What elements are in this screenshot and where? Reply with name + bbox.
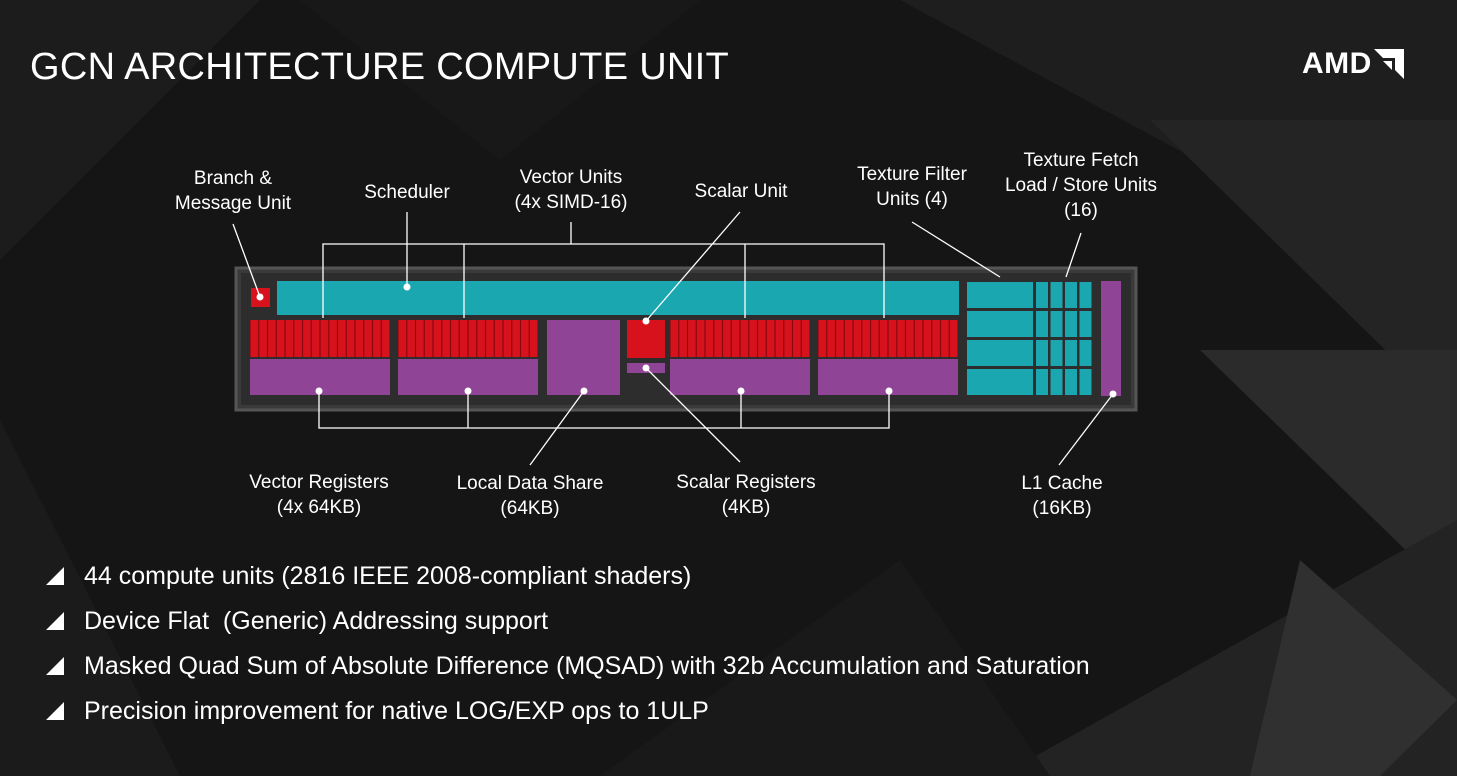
texture-filter-unit xyxy=(967,282,1033,308)
texture-fetch-unit xyxy=(1065,369,1077,395)
texture-fetch-unit xyxy=(1065,282,1077,308)
label-scalar-registers: Scalar Registers (4KB) xyxy=(676,472,816,518)
triangle-bullet-icon xyxy=(46,657,64,675)
label-texture-fetch-units: Texture Fetch Load / Store Units (16) xyxy=(1004,150,1158,221)
bullet-item: Device Flat (Generic) Addressing support xyxy=(46,605,1090,650)
simd-16-block xyxy=(670,320,810,357)
label-vector-registers: Vector Registers (4x 64KB) xyxy=(249,472,389,518)
leader-lines xyxy=(232,211,1114,466)
texture-fetch-unit xyxy=(1050,282,1063,308)
l1-cache-block xyxy=(1101,281,1121,396)
amd-logo-text: AMD xyxy=(1302,47,1372,80)
bullet-text: Precision improvement for native LOG/EXP… xyxy=(84,697,709,725)
leader-dots xyxy=(256,283,1117,398)
simd-16-block xyxy=(818,320,958,357)
texture-fetch-unit xyxy=(1065,340,1077,366)
texture-filter-unit xyxy=(967,340,1033,366)
vector-units-group xyxy=(250,320,958,357)
texture-fetch-unit xyxy=(1050,369,1063,395)
texture-units-grid xyxy=(967,282,1092,395)
texture-fetch-unit xyxy=(1036,340,1048,366)
texture-fetch-unit xyxy=(1065,311,1077,337)
texture-fetch-unit xyxy=(1079,311,1092,337)
bullet-text: 44 compute units (2816 IEEE 2008-complia… xyxy=(84,562,692,590)
feature-bullet-list: 44 compute units (2816 IEEE 2008-complia… xyxy=(46,560,1090,740)
bullet-text: Device Flat (Generic) Addressing support xyxy=(84,607,549,635)
triangle-bullet-icon xyxy=(46,612,64,630)
label-branch-message-unit: Branch & Message Unit xyxy=(174,168,292,214)
texture-fetch-unit xyxy=(1079,282,1092,308)
bullet-item: Precision improvement for native LOG/EXP… xyxy=(46,695,1090,740)
triangle-bullet-icon xyxy=(46,702,64,720)
local-data-share-block xyxy=(547,320,620,395)
bullet-item: 44 compute units (2816 IEEE 2008-complia… xyxy=(46,560,1090,605)
amd-logo: AMD xyxy=(1302,47,1404,81)
scalar-unit-block xyxy=(627,320,665,358)
slide-title: GCN ARCHITECTURE COMPUTE UNIT xyxy=(30,46,730,88)
amd-arrow-icon xyxy=(1373,49,1404,79)
texture-fetch-unit xyxy=(1079,340,1092,366)
triangle-bullet-icon xyxy=(46,567,64,585)
texture-fetch-unit xyxy=(1050,311,1063,337)
label-scheduler: Scheduler xyxy=(364,182,450,203)
label-scalar-unit: Scalar Unit xyxy=(694,181,788,202)
label-vector-units: Vector Units (4x SIMD-16) xyxy=(514,167,628,213)
scheduler-block xyxy=(277,281,959,315)
texture-fetch-unit xyxy=(1050,340,1063,366)
label-local-data-share: Local Data Share (64KB) xyxy=(456,473,604,519)
texture-fetch-unit xyxy=(1036,369,1048,395)
label-l1-cache: L1 Cache (16KB) xyxy=(1021,473,1103,519)
bullet-text: Masked Quad Sum of Absolute Difference (… xyxy=(84,652,1090,680)
texture-filter-unit xyxy=(967,311,1033,337)
texture-fetch-unit xyxy=(1079,369,1092,395)
texture-fetch-unit xyxy=(1036,311,1048,337)
simd-16-block xyxy=(398,320,538,357)
simd-16-block xyxy=(250,320,390,357)
label-texture-filter-units: Texture Filter Units (4) xyxy=(857,164,967,210)
texture-filter-unit xyxy=(967,369,1033,395)
texture-fetch-unit xyxy=(1036,282,1048,308)
bullet-item: Masked Quad Sum of Absolute Difference (… xyxy=(46,650,1090,695)
